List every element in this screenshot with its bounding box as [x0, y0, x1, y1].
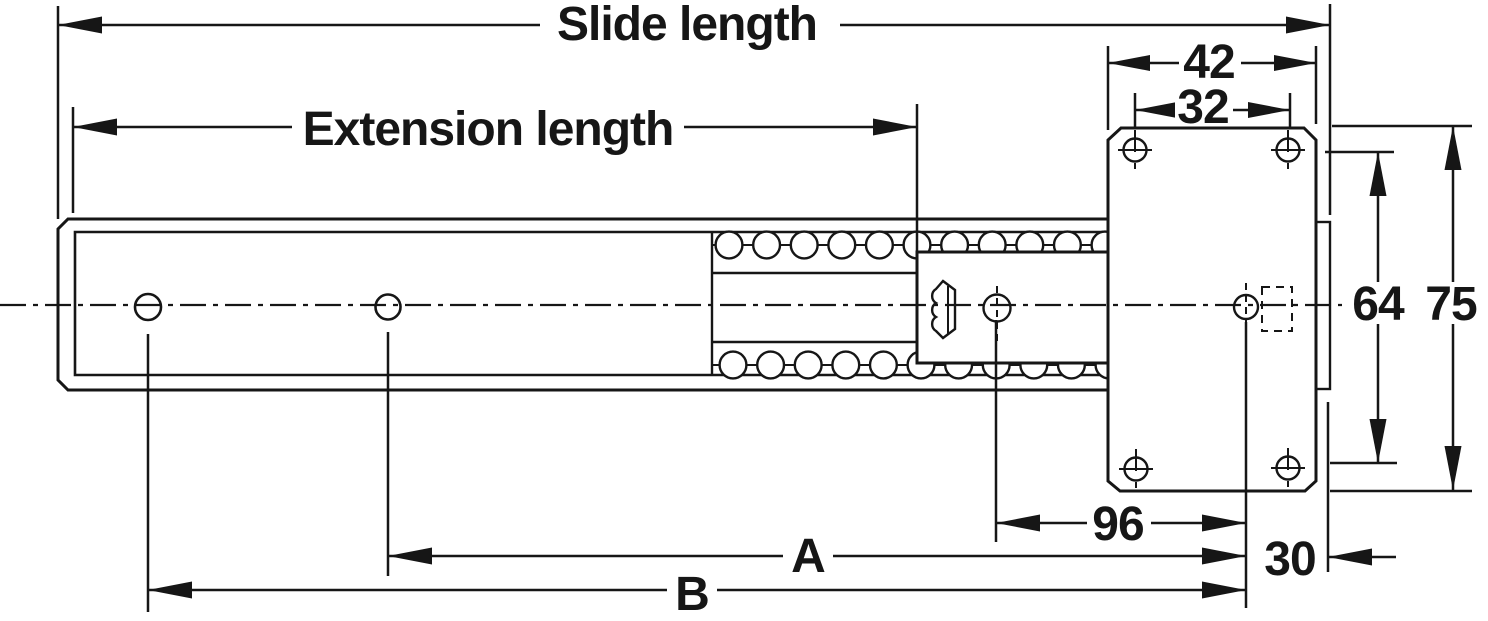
ball-bearing: [868, 350, 898, 380]
arrowhead-left: [996, 514, 1040, 532]
dim-32: [1133, 93, 1292, 127]
rail-mounting-holes: [133, 292, 402, 322]
dim-label-32: 32: [1177, 81, 1228, 134]
dim-label-30: 30: [1264, 533, 1315, 586]
dimension-graphics: [56, 4, 1472, 612]
label-mask: [1424, 282, 1480, 324]
ball-bearing: [831, 350, 861, 380]
arrowhead-left: [58, 16, 102, 34]
ball-bearing: [714, 230, 744, 260]
dim-label-96: 96: [1092, 498, 1143, 551]
arrowhead-left: [1328, 548, 1372, 566]
label-mask: [667, 572, 717, 615]
arrowhead-down: [1444, 446, 1462, 490]
dimension-labels: Slide length Extension length 42 32 64 7…: [292, 0, 1480, 621]
dim-label-a: A: [791, 530, 825, 583]
label-mask: [1087, 500, 1151, 544]
inner-member-front-block: [915, 250, 1114, 365]
dim-label-42: 42: [1183, 36, 1234, 89]
arrowhead-down: [1369, 419, 1387, 463]
ball-bearing: [755, 350, 786, 380]
arrowhead-left: [73, 118, 117, 136]
arrowhead-right: [1248, 102, 1290, 118]
dim-label-64: 64: [1352, 278, 1405, 331]
label-mask: [540, 1, 840, 55]
arrowhead-right: [1202, 547, 1246, 565]
ball-bearing: [793, 350, 823, 380]
ball-bearing: [864, 230, 894, 260]
arrowhead-right: [1274, 55, 1316, 71]
plate-screw-holes: [1118, 130, 1305, 488]
dim-30: [1326, 402, 1396, 572]
hidden-cutout-dashed: [1261, 286, 1293, 332]
arrowhead-up: [1369, 152, 1387, 196]
arrowhead-left: [1108, 55, 1150, 71]
label-mask: [1350, 282, 1407, 324]
outer-rail-inner-profile: [73, 230, 1110, 377]
extension-length-label: Extension length: [303, 103, 674, 156]
dim-label-b: B: [675, 568, 709, 621]
ball-bearing: [827, 230, 857, 260]
arrowhead-left: [148, 581, 192, 599]
label-mask: [783, 533, 833, 576]
ball-bearing: [789, 230, 819, 260]
ball-bearing: [718, 350, 748, 380]
arrowhead-right: [873, 118, 917, 136]
rail-hole-front: [133, 292, 163, 322]
label-mask: [1179, 40, 1241, 82]
slide-length-label: Slide length: [557, 0, 817, 51]
arrowhead-left: [388, 547, 432, 565]
ball-bearing: [751, 230, 782, 260]
rail-hole-mid: [374, 293, 402, 321]
arrowhead-up: [1444, 126, 1462, 170]
label-mask: [292, 104, 684, 158]
dim-label-75: 75: [1425, 278, 1477, 331]
arrowhead-right: [1202, 514, 1246, 532]
arrowhead-left: [1135, 102, 1177, 118]
keyhole-slot: [930, 279, 957, 340]
label-mask: [1175, 85, 1233, 126]
mounting-plate-outline: [1106, 126, 1318, 493]
dim-96: [994, 320, 1248, 608]
arrowhead-right: [1202, 581, 1246, 599]
mounting-plate: [1106, 126, 1318, 493]
arrowhead-right: [1286, 16, 1330, 34]
